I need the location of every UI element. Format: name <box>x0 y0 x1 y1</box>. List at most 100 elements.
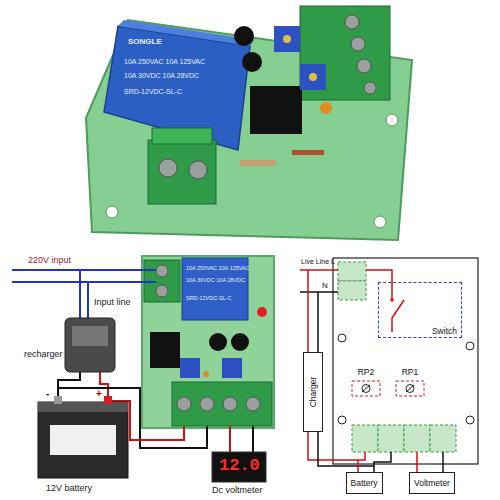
node-text: RP2 <box>358 368 375 377</box>
wiring-illustration <box>177 397 191 411</box>
schematic <box>406 385 414 393</box>
wiring-illustration <box>212 452 266 482</box>
wiring-illustration <box>180 358 200 378</box>
wiring-illustration <box>156 285 168 297</box>
part-name: Dc voltmeter <box>212 486 263 495</box>
wiring-illustration <box>229 426 231 452</box>
schematic <box>430 425 456 452</box>
wiring-illustration <box>223 397 237 411</box>
product-photo <box>364 82 376 94</box>
relay-model: SRD-12VDC-SL-C <box>186 296 232 302</box>
schematic <box>352 425 378 452</box>
schematic <box>404 425 430 452</box>
part-name: 12V battery <box>46 484 92 493</box>
wiring-illustration <box>150 332 180 368</box>
schematic <box>466 416 474 424</box>
schematic <box>378 425 404 452</box>
wiring-illustration <box>172 382 272 426</box>
relay-model: SRD-12VDC-SL-C <box>124 88 182 95</box>
schematic <box>300 291 338 293</box>
schematic <box>338 281 366 300</box>
product-photo <box>86 6 412 240</box>
relay-rating: 10A 250VAC 10A 125VAC <box>124 58 205 65</box>
node-text: Switch <box>432 327 457 336</box>
product-photo <box>345 15 359 29</box>
product-photo <box>234 26 254 46</box>
product-photo <box>242 52 262 72</box>
product-photo <box>189 161 207 179</box>
product-photo <box>386 114 398 126</box>
schematic <box>300 269 338 271</box>
product-photo <box>159 159 177 177</box>
wiring-illustration <box>104 396 112 404</box>
switch-box: Switch <box>378 282 462 338</box>
schematic <box>390 298 394 302</box>
product-photo <box>300 64 326 90</box>
product-photo <box>250 86 302 134</box>
wiring-illustration <box>58 372 80 398</box>
product-photo <box>274 26 300 52</box>
schematic <box>362 385 370 392</box>
line-label: Live Line L <box>301 258 335 265</box>
schematic <box>300 270 443 472</box>
schematic <box>338 416 346 424</box>
schematic <box>466 342 474 350</box>
schematic <box>366 270 392 300</box>
display-reading: 12.0 <box>219 457 260 474</box>
wiring-illustration <box>50 425 116 455</box>
line-label: N <box>322 282 328 290</box>
wiring-illustration <box>87 282 89 318</box>
wiring-illustration <box>200 397 214 411</box>
relay-rating: 10A 250VAC 10A 125VAC <box>186 266 250 272</box>
potentiometer-label: RP1 <box>397 365 424 379</box>
wiring-illustration <box>12 269 156 271</box>
schematic <box>406 385 414 392</box>
schematic <box>396 381 424 396</box>
schematic <box>392 300 404 318</box>
schematic <box>308 432 358 460</box>
relay-brand: SONGLE <box>128 38 162 46</box>
schematic <box>333 258 478 464</box>
schematic <box>358 452 365 472</box>
wiring-illustration <box>72 326 108 346</box>
product-photo <box>118 20 254 46</box>
wiring-illustration <box>257 307 267 317</box>
node-text: Battery <box>351 479 378 488</box>
wiring-illustration <box>142 256 274 428</box>
product-photo <box>152 128 212 144</box>
wiring-illustration <box>231 333 249 351</box>
product-photo <box>351 37 365 51</box>
wiring-illustration <box>79 270 81 318</box>
wiring-illustration <box>222 358 242 378</box>
potentiometer-label: RP2 <box>353 365 380 379</box>
node-text: Charger <box>309 377 318 408</box>
schematic <box>374 452 391 472</box>
charger-box: Charger <box>303 352 323 432</box>
product-photo <box>148 140 216 204</box>
battery-box: Battery <box>346 472 383 494</box>
wiring-illustration <box>156 265 168 277</box>
wiring-illustration <box>38 402 128 412</box>
schematic <box>338 334 346 342</box>
product-photo <box>300 6 390 100</box>
schematic <box>300 258 478 472</box>
product-photo <box>320 102 332 114</box>
wiring-illustration <box>12 281 156 283</box>
schematic <box>362 385 370 393</box>
schematic <box>317 292 319 352</box>
schematic <box>338 262 366 281</box>
polarity-mark: + <box>96 389 102 399</box>
product-photo <box>240 160 276 166</box>
wiring-illustration <box>246 397 260 411</box>
part-name: recharger <box>24 350 63 359</box>
product-photo <box>374 216 386 228</box>
wiring-illustration <box>12 256 274 482</box>
wiring-illustration <box>203 371 209 377</box>
relay-rating: 10A 30VDC 10A 28VDC <box>186 278 245 284</box>
product-photo <box>309 73 317 81</box>
wiring-illustration <box>38 402 128 478</box>
product-photo <box>104 26 250 150</box>
schematic <box>416 452 418 472</box>
schematic <box>307 270 309 352</box>
